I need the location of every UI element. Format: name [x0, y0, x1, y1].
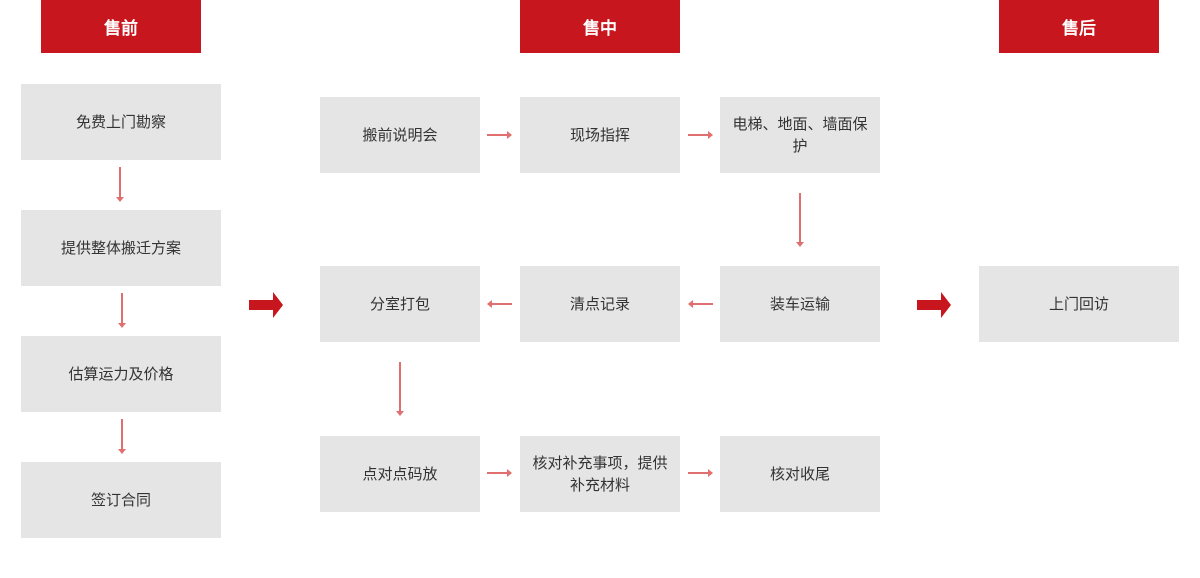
step-box: 上门回访	[979, 266, 1179, 342]
arrow-left-icon	[688, 300, 713, 308]
step-box: 现场指挥	[520, 97, 680, 173]
big-arrow-right-icon	[917, 292, 951, 318]
header-after-sale: 售后	[999, 0, 1159, 53]
arrow-down-icon	[118, 419, 126, 454]
arrow-right-icon	[688, 131, 713, 139]
step-box: 点对点码放	[320, 436, 480, 512]
arrow-down-icon	[796, 193, 804, 247]
step-box: 分室打包	[320, 266, 480, 342]
step-box: 清点记录	[520, 266, 680, 342]
step-box: 提供整体搬迁方案	[21, 210, 221, 286]
step-box: 搬前说明会	[320, 97, 480, 173]
step-box: 电梯、地面、墙面保护	[720, 97, 880, 173]
step-box: 核对收尾	[720, 436, 880, 512]
arrow-down-icon	[396, 362, 404, 416]
arrow-right-icon	[487, 469, 512, 477]
arrow-down-icon	[116, 167, 124, 202]
step-box: 装车运输	[720, 266, 880, 342]
arrow-right-icon	[487, 131, 512, 139]
step-box: 核对补充事项，提供补充材料	[520, 436, 680, 512]
step-box: 免费上门勘察	[21, 84, 221, 160]
arrow-left-icon	[487, 300, 512, 308]
step-box: 签订合同	[21, 462, 221, 538]
step-box: 估算运力及价格	[21, 336, 221, 412]
header-pre-sale: 售前	[41, 0, 201, 53]
header-in-sale: 售中	[520, 0, 680, 53]
big-arrow-right-icon	[249, 292, 283, 318]
arrow-right-icon	[688, 469, 713, 477]
arrow-down-icon	[118, 293, 126, 328]
